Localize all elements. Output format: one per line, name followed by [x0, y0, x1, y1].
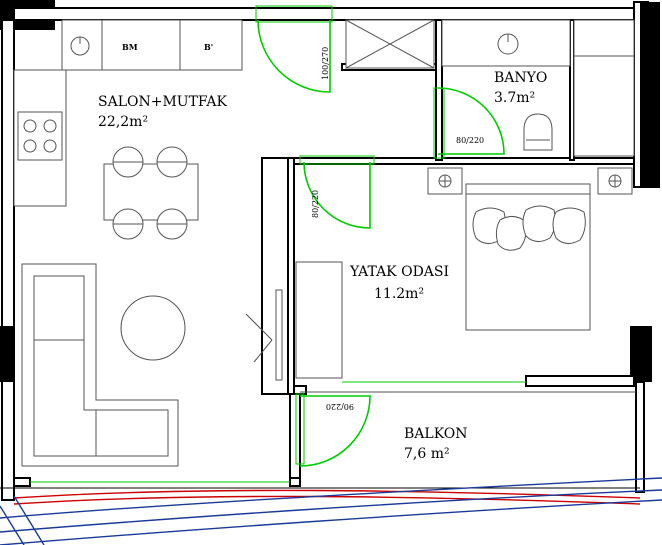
entrance-door-label: 100/270: [321, 47, 330, 80]
yatak-area: 11.2m²: [374, 286, 424, 302]
bedroom-door-label: 80/220: [311, 190, 320, 218]
pillow-icon: [495, 216, 527, 251]
sofa: [21, 263, 186, 467]
pillow-icon: [522, 205, 556, 242]
fridge-label: B': [204, 42, 213, 52]
nightstand: [427, 167, 463, 195]
balcony-door: 90/220: [30, 381, 526, 483]
banyo-name: BANYO: [494, 70, 547, 86]
wardrobe: [295, 261, 343, 379]
storage-closet: [345, 19, 435, 69]
bedroom-furniture: [295, 167, 633, 379]
salon-name: SALON+MUTFAK: [98, 94, 228, 110]
banyo-area: 3.7m²: [494, 90, 535, 106]
sliding-partition: [245, 289, 283, 381]
toilet-icon: [523, 113, 553, 151]
bed: [465, 183, 591, 331]
dishwasher-label: BM: [122, 42, 138, 52]
balcony-door-label: 90/220: [326, 402, 354, 411]
bathroom-fixtures: [441, 19, 635, 157]
coffee-table: [120, 295, 186, 361]
salon-area: 22,2m²: [98, 114, 148, 130]
yatak-name: YATAK ODASI: [349, 264, 449, 280]
balkon-area: 7,6 m²: [404, 446, 450, 462]
balkon-name: BALKON: [404, 426, 468, 442]
bathroom-door-label: 80/220: [456, 136, 484, 145]
kitchen-counter: BM B': [13, 19, 243, 207]
bedroom-door: 80/220: [299, 155, 375, 229]
stove-icon: [17, 111, 63, 161]
room-labels: SALON+MUTFAK 22,2m² BANYO 3.7m² YATAK OD…: [98, 70, 547, 462]
balcony-railing: [0, 477, 662, 545]
dining-table: [103, 146, 199, 240]
bathroom-door: 80/220: [433, 87, 505, 159]
pillow-icon: [552, 207, 586, 244]
entrance-door: 100/270: [255, 5, 333, 93]
